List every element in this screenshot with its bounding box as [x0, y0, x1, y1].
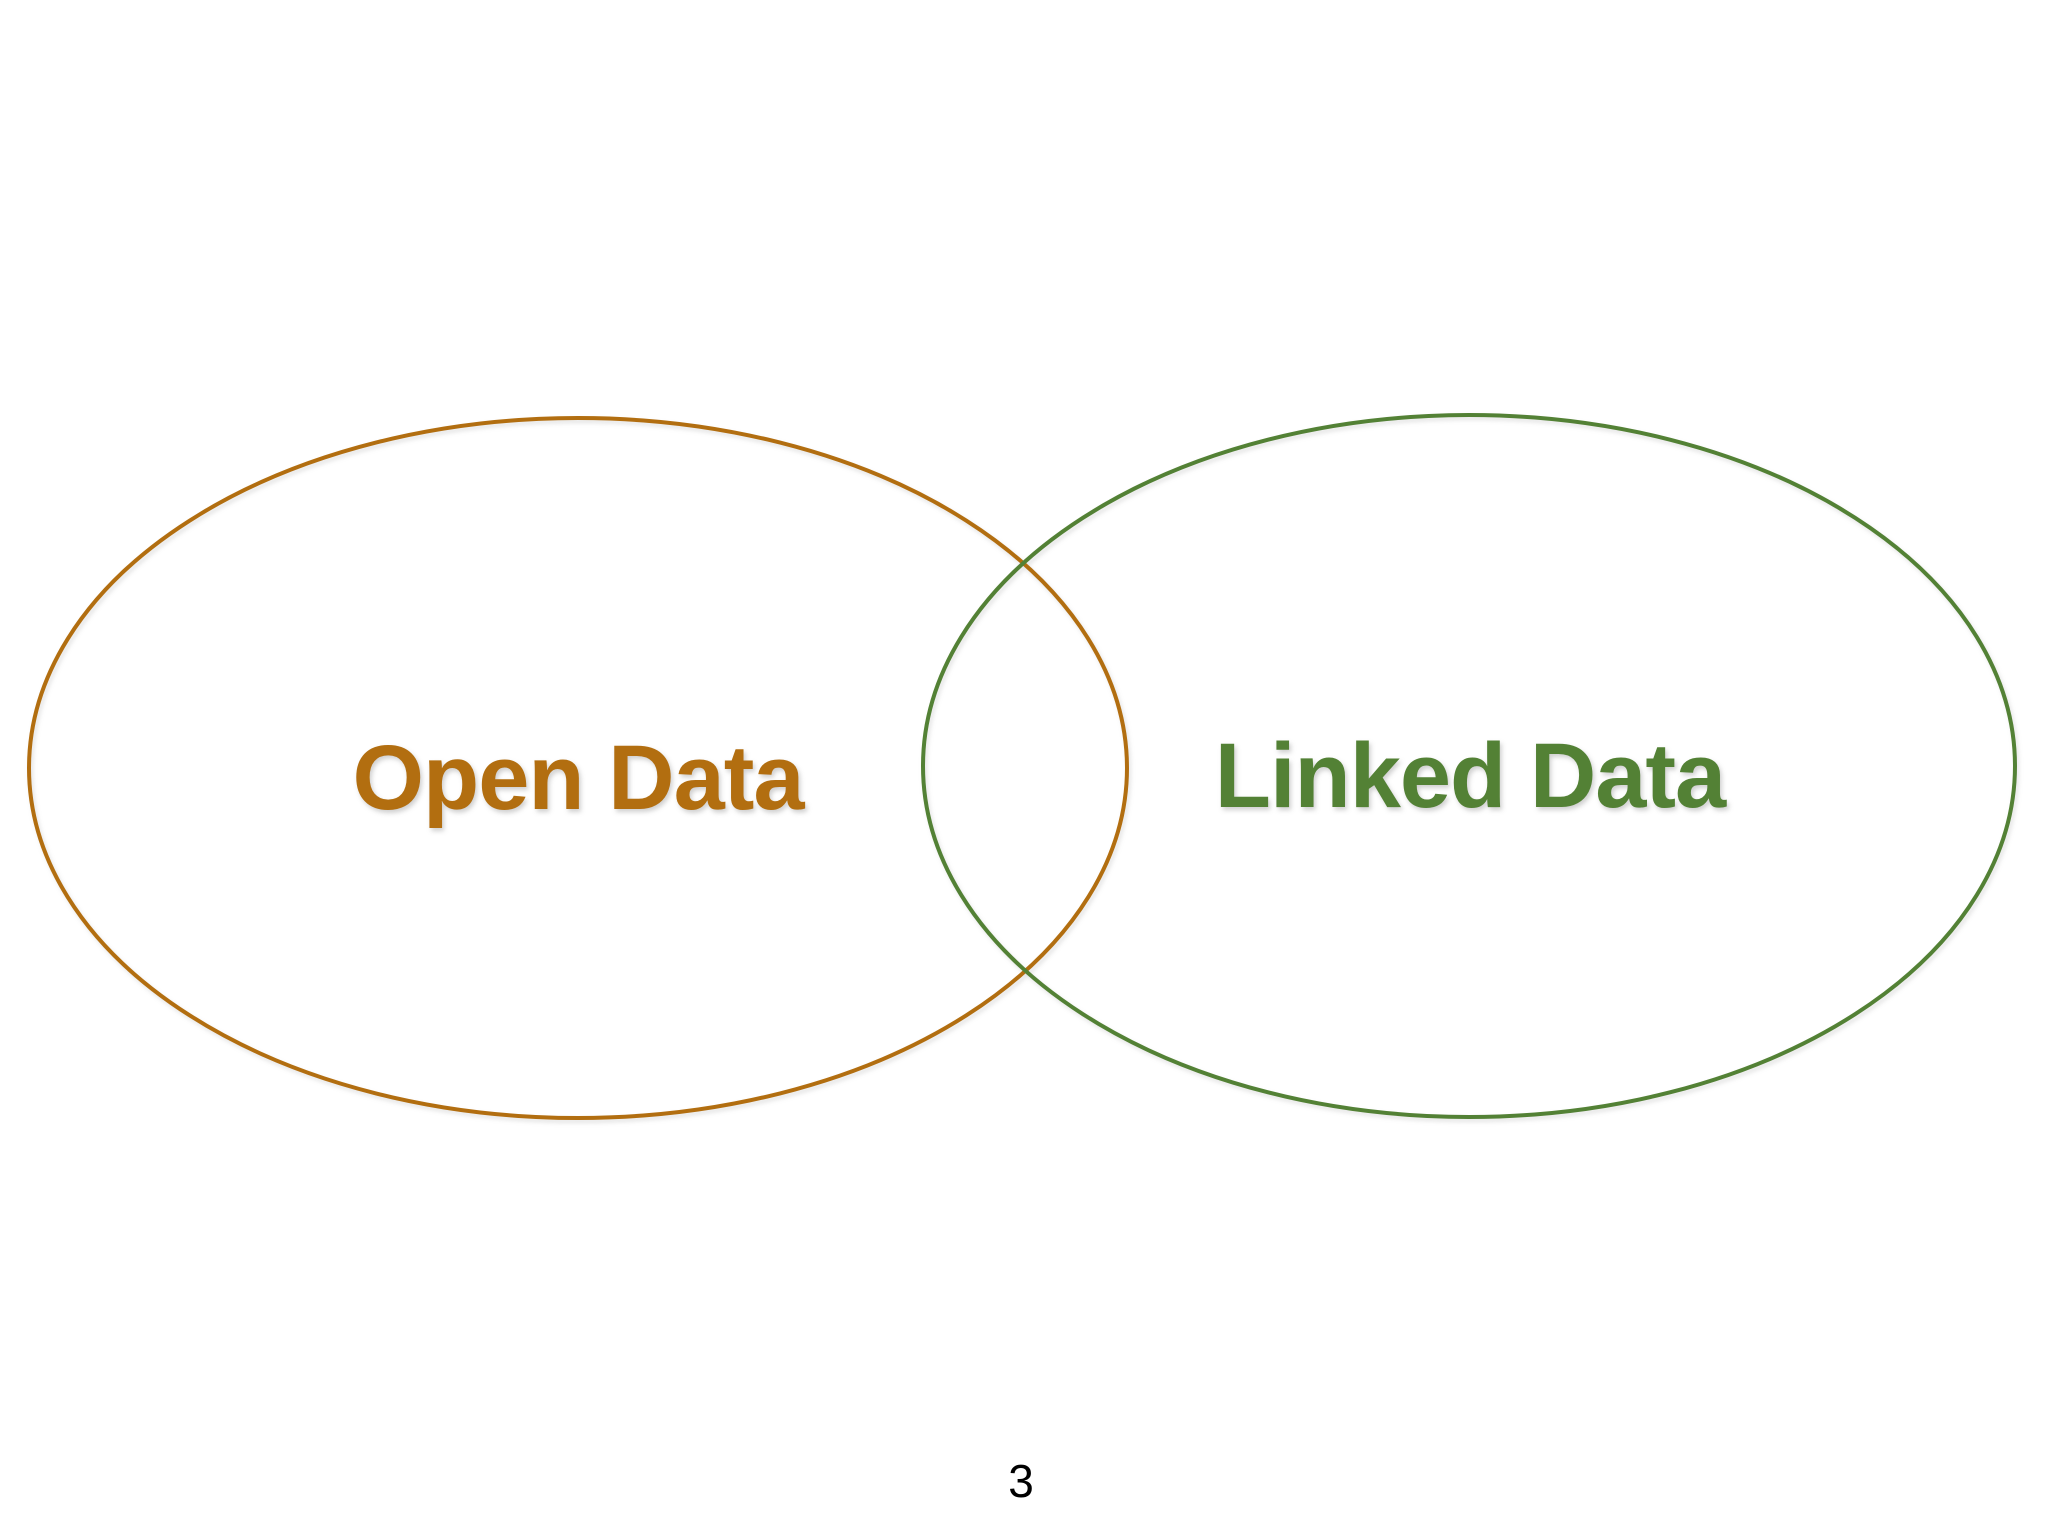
linked-data-label: Linked Data — [1214, 725, 1726, 827]
open-data-label: Open Data — [352, 727, 804, 829]
linked-data-ellipse — [921, 413, 2017, 1119]
page-number: 3 — [1008, 1455, 1034, 1507]
open-data-ellipse — [27, 416, 1129, 1120]
